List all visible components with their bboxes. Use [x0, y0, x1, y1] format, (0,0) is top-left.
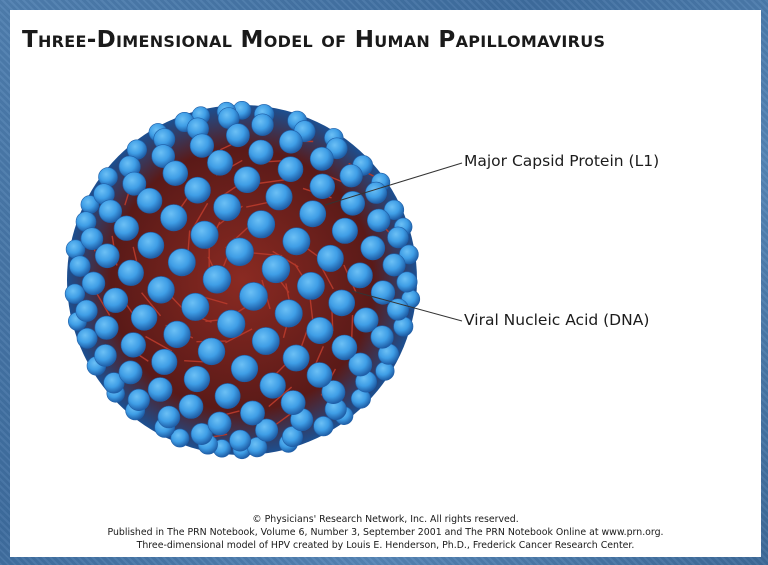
capsomere	[231, 355, 258, 382]
capsomere	[249, 140, 273, 164]
capsomere	[138, 232, 164, 258]
capsomere	[247, 211, 274, 238]
capsomere	[310, 147, 333, 170]
capsomere	[137, 188, 162, 213]
capsomere	[262, 255, 290, 283]
capsomere	[164, 321, 191, 348]
capsomere	[185, 177, 211, 203]
capsomere	[168, 249, 195, 276]
capsomere	[347, 263, 372, 288]
capsomere	[240, 282, 268, 310]
capsomere	[131, 305, 157, 331]
capsomere	[260, 373, 286, 399]
capsomere	[77, 328, 97, 348]
capsomere	[332, 335, 357, 360]
capsomere	[329, 290, 355, 316]
capsomere	[297, 272, 324, 299]
capsomere	[300, 201, 326, 227]
capsomere	[103, 288, 128, 313]
capsomere	[240, 401, 264, 425]
capsomere	[397, 272, 417, 292]
capsomere	[226, 238, 254, 266]
publication-line: Published in The PRN Notebook, Volume 6,…	[10, 526, 761, 539]
capsomere	[182, 293, 209, 320]
capsomere	[65, 284, 85, 304]
capsomere	[310, 174, 335, 199]
capsomere	[332, 218, 357, 243]
capsomere	[367, 209, 390, 232]
capsomere	[376, 362, 395, 381]
capsomere	[226, 124, 249, 147]
capsomere	[82, 272, 105, 295]
capsomere	[190, 134, 214, 158]
capsomere	[275, 300, 302, 327]
capsomere	[215, 383, 240, 408]
capsomere	[214, 194, 241, 221]
capsomere	[279, 130, 302, 153]
capsomere	[114, 216, 139, 241]
capsomere	[152, 349, 177, 374]
capsomere	[208, 412, 231, 435]
capsomere	[383, 254, 405, 276]
capsomere	[283, 345, 309, 371]
capsomere	[69, 256, 90, 277]
capsomere	[95, 316, 118, 339]
capsomere	[307, 363, 332, 388]
capsomere	[76, 300, 98, 322]
capsomere	[252, 327, 279, 354]
capsomere	[278, 157, 303, 182]
capsomere	[371, 281, 395, 305]
capsomere	[361, 236, 385, 260]
capsomere	[179, 395, 203, 419]
capsomere	[163, 161, 188, 186]
capsomere	[95, 244, 119, 268]
capsomere	[281, 391, 305, 415]
capsomere	[198, 338, 225, 365]
capsomere	[94, 344, 116, 366]
capsomere	[252, 114, 274, 136]
capsomere	[158, 406, 180, 428]
capsomere	[354, 308, 378, 332]
copyright-line: © Physicians' Research Network, Inc. All…	[10, 513, 761, 526]
capsomere	[307, 317, 333, 343]
nucleic-acid-label: Viral Nucleic Acid (DNA)	[464, 311, 649, 329]
capsomere	[184, 366, 210, 392]
capsomere	[388, 227, 409, 248]
author-credit-line: Three-dimensional model of HPV created b…	[10, 539, 761, 552]
capsomere	[148, 276, 175, 303]
capsomere	[266, 184, 292, 210]
capsomere	[191, 221, 218, 248]
capsomere	[119, 361, 142, 384]
capsomere	[118, 260, 144, 286]
capsomere	[203, 265, 231, 293]
credits: © Physicians' Research Network, Inc. All…	[10, 513, 761, 552]
capsid-protein-label: Major Capsid Protein (L1)	[464, 152, 659, 170]
capsomere	[230, 430, 251, 451]
capsomere	[365, 182, 386, 203]
capsomere	[217, 310, 245, 338]
capsomere	[341, 191, 365, 215]
capsomere	[314, 416, 334, 436]
capsomere	[161, 205, 187, 231]
capsomere	[340, 165, 363, 188]
capsomere	[283, 228, 310, 255]
capsomere	[317, 245, 343, 271]
capsomere	[121, 333, 146, 358]
capsomere	[234, 167, 260, 193]
capsomere	[148, 378, 172, 402]
capsomere	[128, 389, 150, 411]
capsomere	[207, 150, 232, 175]
